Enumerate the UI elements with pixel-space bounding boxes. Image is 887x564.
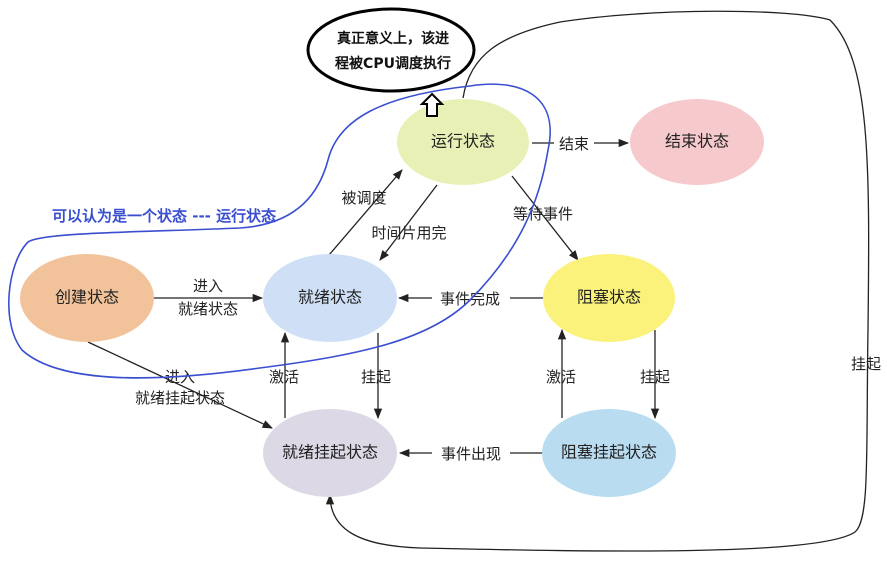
up-arrow-icon <box>419 92 445 117</box>
callout-line-1: 真正意义上，该进 <box>337 30 449 47</box>
state-blocked: 阻塞状态 <box>543 254 675 342</box>
state-blocked-label: 阻塞状态 <box>577 288 641 307</box>
create-to-ready-suspended-arrow <box>87 341 273 429</box>
label-enter-rs-2: 就绪挂起状态 <box>135 389 225 407</box>
running-state-grouping-loop <box>8 83 551 379</box>
running-to-ready-arrow <box>379 184 438 261</box>
callout-line-2: 程被CPU调度执行 <box>335 55 451 72</box>
end-label-bg <box>554 132 594 154</box>
event-occurs-bg <box>432 442 510 464</box>
running-to-blocked-arrow <box>511 175 579 261</box>
state-blocked-suspended: 阻塞挂起状态 <box>542 409 676 497</box>
suspend-outer-arrow <box>325 10 870 552</box>
label-enter-ready-2: 就绪状态 <box>178 300 238 318</box>
ready-to-running-arrow <box>322 169 403 263</box>
state-create: 创建状态 <box>20 254 154 342</box>
label-end: 结束 <box>559 135 589 153</box>
label-suspend-left: 挂起 <box>361 368 391 386</box>
state-end: 结束状态 <box>630 99 764 185</box>
state-end-label: 结束状态 <box>665 132 729 151</box>
state-ready-suspended: 就绪挂起状态 <box>263 409 397 497</box>
grouping-annotation: 可以认为是一个状态 --- 运行状态 <box>52 207 276 225</box>
label-dispatch: 被调度 <box>341 189 386 207</box>
label-wait-event: 等待事件 <box>513 205 573 223</box>
label-enter-ready-1: 进入 <box>193 277 223 295</box>
label-suspend-right: 挂起 <box>640 368 670 386</box>
state-ready-label: 就绪状态 <box>298 288 362 307</box>
label-suspend-outer: 挂起 <box>851 355 881 373</box>
state-blocked-suspended-label: 阻塞挂起状态 <box>561 443 657 462</box>
state-running-label: 运行状态 <box>431 132 495 151</box>
label-activate-right: 激活 <box>546 368 576 386</box>
state-ready: 就绪状态 <box>263 254 397 342</box>
state-create-label: 创建状态 <box>55 288 119 307</box>
callout-bubble: 真正意义上，该进 程被CPU调度执行 <box>306 7 476 93</box>
label-event-occurs: 事件出现 <box>441 445 501 463</box>
label-timeslice: 时间片用完 <box>371 224 446 242</box>
label-activate-left: 激活 <box>269 368 299 386</box>
state-ready-suspended-label: 就绪挂起状态 <box>282 443 378 462</box>
state-running: 运行状态 <box>397 99 529 185</box>
